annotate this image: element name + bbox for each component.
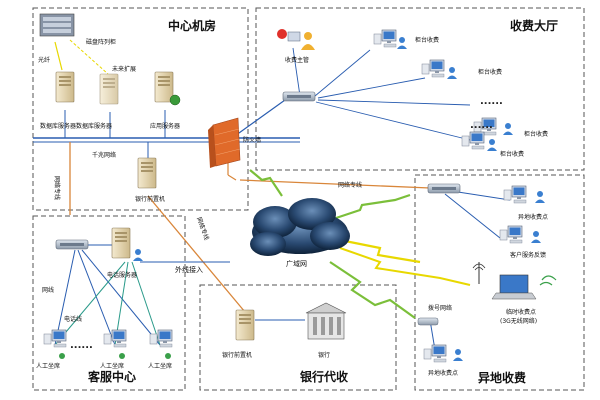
counter-person-4-icon: [487, 139, 497, 151]
callcenter-group: 电话服务器 人工坐席 人工坐席 人工坐席 ...... 客服中心: [36, 227, 173, 384]
storage-label: 磁盘阵列柜: [86, 38, 116, 46]
globe-icon: [169, 94, 181, 106]
counter-2-label: 柜台收费: [478, 68, 502, 76]
agent-3-headset-icon: [165, 353, 171, 359]
bank-front-server-label: 银行前置机: [222, 351, 252, 359]
counter-pc-2-icon: [421, 59, 445, 78]
callcenter-zone: [32, 215, 186, 391]
hall-ellipsis-2: ......: [470, 120, 493, 131]
app-server-icon: [154, 71, 174, 103]
dialup-label: 拨号网络: [428, 304, 452, 312]
wan-cloud-icon: [250, 198, 350, 256]
remote-pc-1-icon: [503, 185, 527, 204]
counter-person-3-icon: [503, 123, 513, 135]
external-access-label: 外线接入: [175, 265, 203, 274]
remote-person-1-icon: [535, 191, 545, 203]
phone-line-label: 电话线: [64, 315, 82, 323]
dedicated-line-left-label: 网络专线: [53, 176, 61, 200]
counter-person-2-icon: [447, 67, 457, 79]
gigabit-label: 千兆网络: [92, 151, 116, 159]
bank-group: 银行前置机 银行 银行代收: [222, 302, 348, 384]
bank-title: 银行代收: [300, 369, 348, 384]
connection-lines: [33, 39, 511, 351]
network-cable-label: 网线: [42, 286, 54, 294]
db-server-1-icon: [55, 71, 75, 103]
counter-4-label: 柜台收费: [500, 150, 524, 158]
phone-server-label: 电话服务器: [107, 271, 137, 279]
remote-person-3-icon: [453, 349, 463, 361]
datacenter-title: 中心机房: [168, 18, 216, 33]
bank-building-icon: [305, 302, 347, 340]
wan-label: 广域网: [286, 259, 307, 268]
remote-pc-2-icon: [499, 225, 523, 244]
hall-ellipsis-1: ......: [480, 96, 503, 107]
datacenter-zone: [32, 7, 249, 211]
bank-label: 银行: [318, 351, 330, 359]
remote-group: 异地收费点 客户服务反馈 临时收费点 (3G无线网络) 异地收费点 异地收费: [417, 183, 557, 385]
phone-server-icon: [111, 227, 131, 259]
wifi-signal-icon: [539, 275, 557, 286]
storage-array-icon: [39, 13, 75, 37]
counter-3-label: 柜台收费: [524, 130, 548, 138]
agent-3-label: 人工坐席: [148, 362, 172, 370]
remote-pc-3-icon: [423, 344, 447, 363]
dedicated-line-mid-label: 网络专线: [195, 216, 211, 241]
agent-1-label: 人工坐席: [36, 362, 60, 370]
hall-group: 收费大厅 收费主管 柜台收费 柜台收费 ...... 柜台收费 ...... 柜…: [277, 18, 558, 158]
temp-point-label: 临时收费点: [506, 308, 536, 316]
hall-title: 收费大厅: [510, 18, 558, 33]
remote-point-2-label: 异地收费点: [428, 369, 458, 377]
modem-icon: [417, 317, 439, 326]
wireless-note-label: (3G无线网络): [500, 317, 537, 325]
firewall-icon: [208, 117, 241, 168]
dedicated-line-top-label: 网络专线: [338, 181, 362, 189]
agent-pc-1-icon: [43, 329, 67, 348]
agent-2-label: 人工坐席: [100, 362, 124, 370]
remote-switch-icon: [427, 183, 461, 194]
agent-pc-2-icon: [103, 329, 127, 348]
app-server-label: 应用服务器: [150, 122, 180, 130]
future-expansion-label: 未来扩展: [112, 65, 136, 73]
db-servers-label: 数据库服务器数据库服务器: [40, 122, 112, 130]
hall-zone: [255, 7, 585, 171]
fiber-label: 光纤: [38, 56, 50, 64]
counter-1-label: 柜台收费: [415, 36, 439, 44]
bank-front-server-icon: [137, 157, 157, 189]
bank-front-server-2-icon: [235, 309, 255, 341]
wireless-antenna-icon: [472, 262, 486, 284]
supervisor-label: 收费主管: [285, 56, 309, 64]
callcenter-title: 客服中心: [87, 369, 136, 384]
supervisor-icon: [277, 29, 315, 50]
remote-point-label: 异地收费点: [518, 213, 548, 221]
callcenter-ellipsis: ......: [70, 340, 93, 351]
phone-server-person-icon: [133, 249, 143, 261]
counter-pc-1-icon: [373, 29, 397, 48]
counter-person-1-icon: [397, 37, 407, 49]
counter-pc-4-icon: [461, 131, 485, 150]
remote-title: 异地收费: [478, 370, 526, 385]
agent-pc-3-icon: [149, 329, 173, 348]
zone-borders: [32, 7, 585, 391]
datacenter-group: 中心机房 磁盘阵列柜 光纤 未来扩展 数据库服务器数据库服务器 应用服务器 防火…: [38, 13, 261, 203]
firewall-label: 防火墙: [243, 136, 261, 144]
agent-2-headset-icon: [119, 353, 125, 359]
service-feedback-label: 客户服务反馈: [510, 251, 546, 259]
callcenter-switch-icon: [55, 239, 89, 250]
db-server-2-icon: [99, 73, 119, 105]
remote-person-2-icon: [531, 231, 541, 243]
bank-zone: [199, 284, 397, 391]
hall-switch-icon: [282, 91, 316, 102]
agent-1-headset-icon: [59, 353, 65, 359]
remote-zone: [414, 174, 585, 391]
bank-front-label: 银行前置机: [135, 195, 165, 203]
laptop-icon: [491, 274, 537, 300]
